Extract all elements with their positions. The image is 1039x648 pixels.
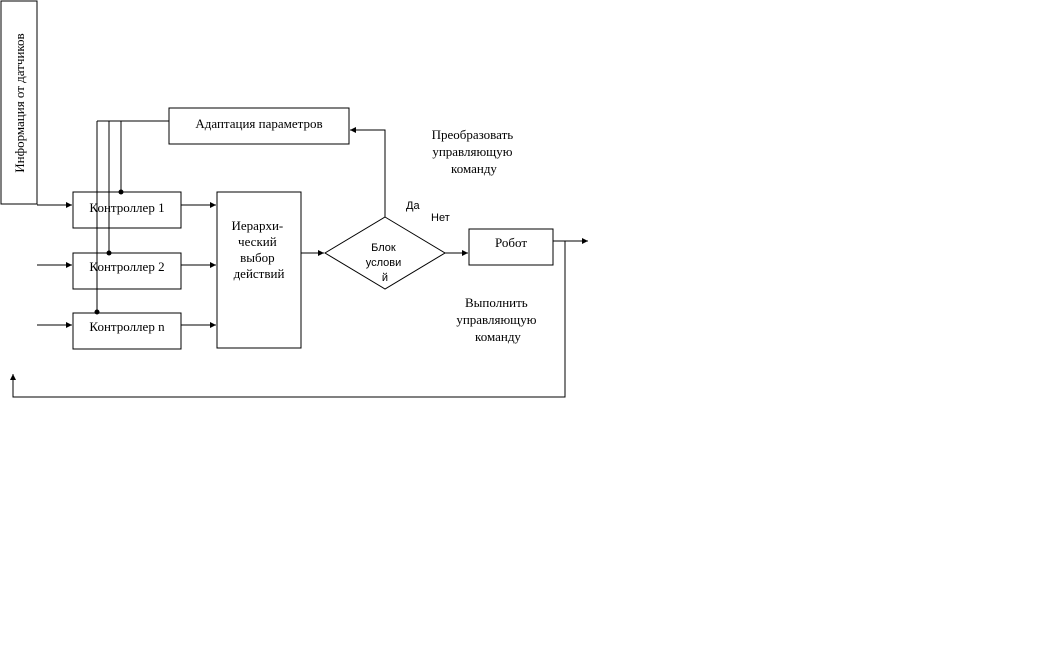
feedback-loop-arrow	[10, 241, 566, 398]
yes-label: Да	[406, 200, 420, 212]
controller-n-label: Контроллер n	[89, 319, 165, 334]
transform-line: управляющую	[432, 144, 512, 159]
execute-line: команду	[475, 329, 521, 344]
condition-diamond	[324, 216, 446, 290]
hierarchy-line: Иерархи-	[232, 218, 284, 233]
junction-dot	[106, 250, 112, 256]
hierarchy-line: выбор	[240, 250, 275, 265]
junction-dot	[118, 189, 124, 195]
controller-n-box	[72, 312, 182, 350]
transform-line: команду	[451, 161, 497, 176]
controller-1-box	[72, 191, 182, 229]
transform-line: Преобразовать	[432, 127, 514, 142]
controller-1-label: Контроллер 1	[89, 200, 164, 215]
condition-to-adaptation-arrow	[350, 127, 386, 217]
hierarchy-line: действий	[234, 266, 285, 281]
execute-line: Выполнить	[465, 295, 528, 310]
adaptation-box	[168, 107, 350, 145]
sensor-info-box	[0, 0, 38, 205]
hierarchy-line: ческий	[238, 234, 277, 249]
robot-box	[468, 228, 554, 266]
condition-line: й	[382, 272, 388, 284]
no-label: Нет	[431, 212, 450, 224]
condition-line: Блок	[371, 242, 396, 254]
junction-dot	[94, 309, 100, 315]
transform-command-text: Преобразовать управляющую команду	[432, 127, 517, 176]
controller-2-box	[72, 252, 182, 290]
hierarchy-box	[216, 191, 302, 349]
execute-command-text: Выполнить управляющую команду	[456, 295, 539, 344]
adaptation-label: Адаптация параметров	[195, 116, 322, 131]
execute-line: управляющую	[456, 312, 536, 327]
condition-label: Блок услови й	[366, 242, 405, 284]
hierarchy-label: Иерархи- ческий выбор действий	[232, 218, 287, 281]
robot-label: Робот	[495, 235, 527, 250]
controller-2-label: Контроллер 2	[89, 259, 164, 274]
sensor-info-label: Информация от датчиков	[12, 33, 27, 172]
condition-line: услови	[366, 257, 402, 269]
